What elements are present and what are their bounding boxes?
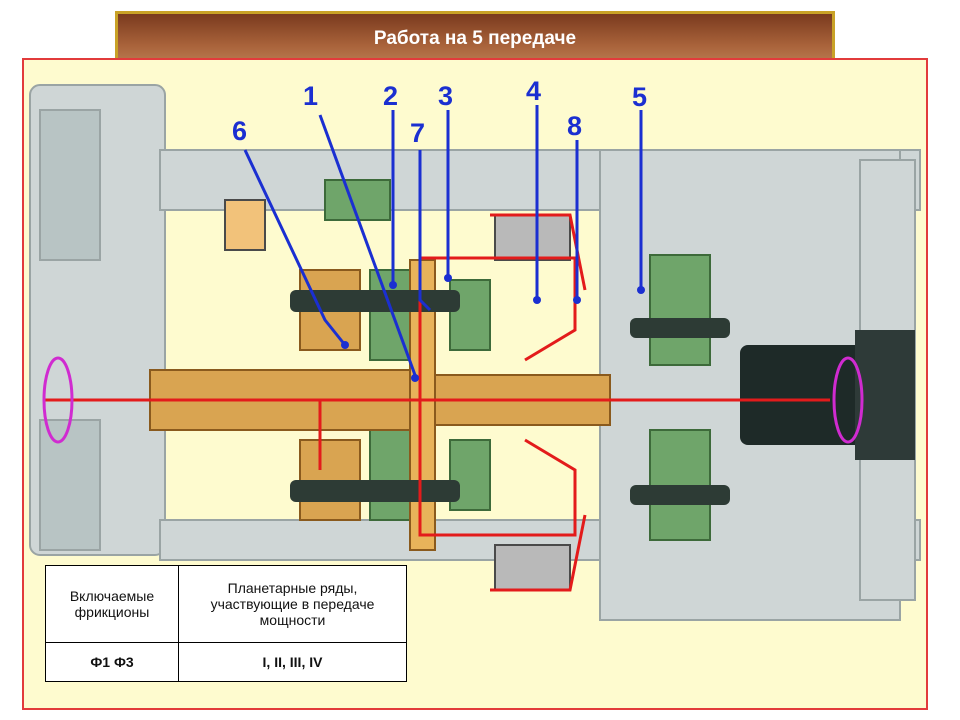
callout-1: 1 [303, 81, 318, 111]
legend-value-clutches: Ф1 Ф3 [45, 642, 179, 682]
clutch-packs [224, 199, 571, 591]
output-shaft [740, 330, 915, 460]
callout-leaders [243, 105, 643, 376]
callout-3: 3 [438, 81, 453, 111]
callout-7: 7 [410, 118, 425, 148]
callout-2: 2 [383, 81, 398, 111]
power-flow [45, 213, 830, 592]
callout-8: 8 [567, 111, 582, 141]
legend-header-clutches: Включаемые фрикционы [45, 565, 179, 643]
legend-value-planetary-rows: I, II, III, IV [178, 642, 407, 682]
legend-header-planetary-rows: Планетарные ряды, участвующие в передаче… [178, 565, 407, 643]
planet-carriers [290, 290, 730, 505]
callout-4: 4 [526, 76, 541, 106]
legend-table: Включаемые фрикционы Планетарные ряды, у… [45, 565, 407, 682]
callout-6: 6 [232, 116, 247, 146]
callout-5: 5 [632, 82, 647, 112]
rotation-arrows [42, 356, 864, 444]
planetary-gears [324, 179, 711, 541]
slide-title: Работа на 5 передаче [373, 28, 577, 49]
callout-dots [341, 274, 645, 382]
callout-labels: 1 2 3 4 5 6 7 8 [232, 76, 647, 148]
